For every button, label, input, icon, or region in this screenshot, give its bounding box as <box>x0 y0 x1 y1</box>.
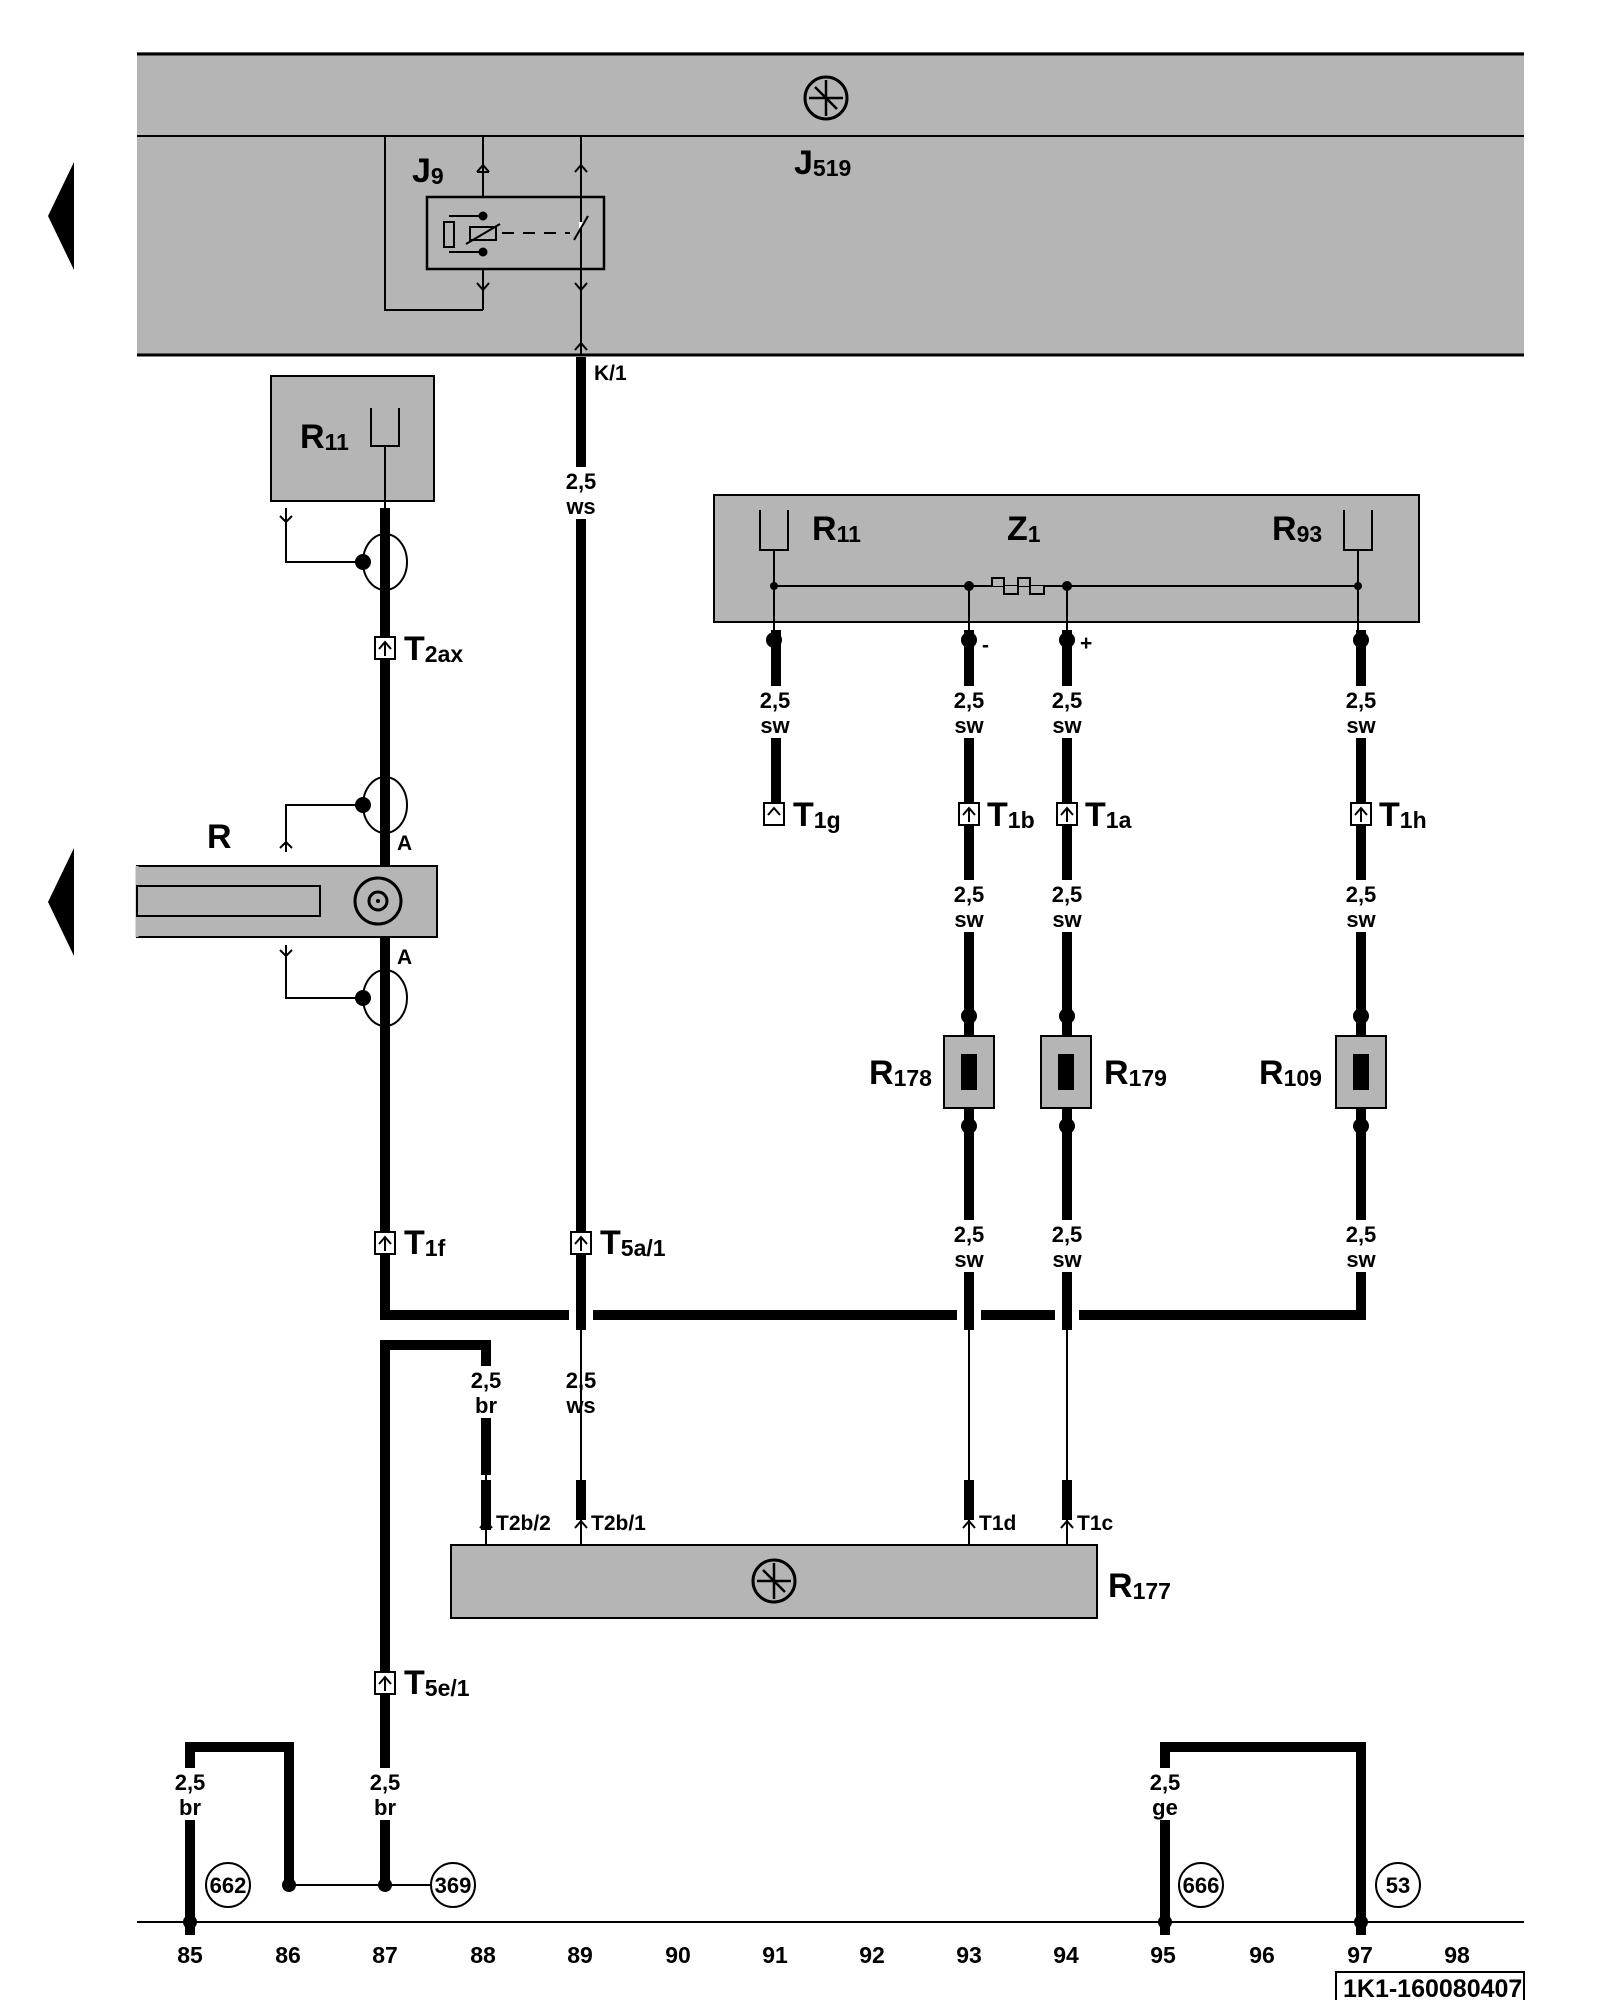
antenna-r11-top: R11 <box>270 375 435 508</box>
pin-label-t1c: T1c <box>1077 1512 1114 1535</box>
relay-j9: J9 <box>384 135 606 355</box>
wire-color-94-c: sw <box>1052 1247 1082 1272</box>
wire-size-94-a: 2,5 <box>1052 688 1083 713</box>
ground-point-53: 53 <box>1386 1873 1410 1898</box>
wire-color-97-a: sw <box>1346 713 1376 738</box>
wire-size-97-b: 2,5 <box>1346 882 1377 907</box>
pin-label-minus: - <box>982 634 989 657</box>
component-label-r179: R179 <box>1104 1054 1167 1092</box>
amplifier-r178: R178 <box>869 1035 995 1109</box>
track-number: 96 <box>1249 1942 1275 1968</box>
wire-size-93-a: 2,5 <box>954 688 985 713</box>
component-label-r: R <box>207 818 232 856</box>
diagram-code: 1K1-160080407 <box>1343 1975 1522 2000</box>
wire-color-93-b: sw <box>954 907 984 932</box>
amplifier-r179: R179 <box>1040 1035 1167 1109</box>
track-number: 88 <box>470 1942 496 1968</box>
connector-label-t1b: T1b <box>987 796 1035 834</box>
wire-size-93-b: 2,5 <box>954 882 985 907</box>
pin-label-a-bottom: A <box>397 946 412 969</box>
connector-label-t5a1: T5a/1 <box>600 1224 666 1262</box>
connector-label-t1a: T1a <box>1085 796 1132 834</box>
control-unit-symbol-icon <box>751 1558 797 1604</box>
component-label-j519: J519 <box>794 144 851 182</box>
component-label-j9: J9 <box>412 152 444 190</box>
pin-label-t2b1: T2b/1 <box>591 1512 646 1535</box>
wire-color-88: br <box>475 1393 497 1418</box>
track-number: 89 <box>567 1942 593 1968</box>
component-label-r11: R11 <box>300 418 349 456</box>
component-label-r109: R109 <box>1259 1054 1322 1092</box>
wire-color-87: br <box>374 1795 396 1820</box>
wire-size-94-b: 2,5 <box>1052 882 1083 907</box>
track-number: 95 <box>1150 1942 1176 1968</box>
track-number: 85 <box>177 1942 203 1968</box>
control-unit-symbol-icon <box>803 75 849 121</box>
connector-label-t1f: T1f <box>404 1224 446 1262</box>
arrow-left-icon <box>48 848 74 956</box>
wire-color-r11: sw <box>760 713 790 738</box>
connector-symbols <box>374 636 1372 1695</box>
track-number: 94 <box>1053 1942 1079 1968</box>
arrow-left-icon <box>48 162 74 270</box>
pin-label-plus: + <box>1080 632 1092 655</box>
amplifier-r109: R109 <box>1259 1035 1387 1109</box>
wire-color-93-a: sw <box>954 713 984 738</box>
wire-color-85: br <box>179 1795 201 1820</box>
wire-size-97-a: 2,5 <box>1346 688 1377 713</box>
control-unit-j519: J519 <box>137 52 1524 357</box>
track-number: 97 <box>1347 1942 1373 1968</box>
component-label-r93: R93 <box>1272 510 1322 548</box>
radio-r: R <box>135 818 438 938</box>
track-number: 92 <box>859 1942 885 1968</box>
wire-size-94-c: 2,5 <box>1052 1222 1083 1247</box>
track-number: 98 <box>1444 1942 1470 1968</box>
wire-size-93-c: 2,5 <box>954 1222 985 1247</box>
wire-color-97-b: sw <box>1346 907 1376 932</box>
component-label-r178: R178 <box>869 1054 932 1092</box>
wire-color-94-a: sw <box>1052 713 1082 738</box>
wire-size-85: 2,5 <box>175 1770 206 1795</box>
radio-socket-icon <box>353 876 403 926</box>
track-number: 86 <box>275 1942 301 1968</box>
track-number: 93 <box>956 1942 982 1968</box>
diagram-code-box: 1K1-160080407 <box>1335 1971 1525 2000</box>
track-number: 87 <box>372 1942 398 1968</box>
ground-points: 662 369 666 53 <box>205 1862 1421 1908</box>
track-numbers: 85 86 87 88 89 90 91 92 93 94 95 96 97 9… <box>177 1942 1470 1968</box>
wire-size-87: 2,5 <box>370 1770 401 1795</box>
wire-size-88: 2,5 <box>471 1368 502 1393</box>
component-label-r11-right: R11 <box>812 510 861 548</box>
wire-size-r11: 2,5 <box>760 688 791 713</box>
connector-label-t1h: T1h <box>1379 796 1427 834</box>
connector-label-t5e1: T5e/1 <box>404 1664 470 1702</box>
wire-color-95: ge <box>1152 1795 1178 1820</box>
connector-label-t1g: T1g <box>793 796 841 834</box>
track-number: 90 <box>665 1942 691 1968</box>
ground-point-369: 369 <box>435 1873 472 1898</box>
component-label-r177: R177 <box>1108 1567 1171 1605</box>
component-label-z1: Z1 <box>1007 510 1041 548</box>
wire-color-94-b: sw <box>1052 907 1082 932</box>
pin-label-a-top: A <box>397 832 412 855</box>
component-r177: R177 <box>450 1544 1171 1619</box>
wire-color-93-c: sw <box>954 1247 984 1272</box>
pin-label-k1: K/1 <box>594 362 627 385</box>
connector-label-t2ax: T2ax <box>404 630 463 668</box>
wire-size-97-c: 2,5 <box>1346 1222 1377 1247</box>
pin-label-t1d: T1d <box>979 1512 1016 1535</box>
wire-size-89-top: 2,5 <box>566 469 597 494</box>
wire-color-89-top: ws <box>565 494 595 519</box>
wire-size-95: 2,5 <box>1150 1770 1181 1795</box>
ground-point-666: 666 <box>1183 1873 1220 1898</box>
antenna-icon <box>370 408 400 508</box>
pin-label-t2b2: T2b/2 <box>496 1512 551 1535</box>
ground-point-662: 662 <box>210 1873 247 1898</box>
track-number: 91 <box>762 1942 788 1968</box>
antenna-module-z1: R11 Z1 R93 <box>713 494 1420 635</box>
wire-color-97-c: sw <box>1346 1247 1376 1272</box>
